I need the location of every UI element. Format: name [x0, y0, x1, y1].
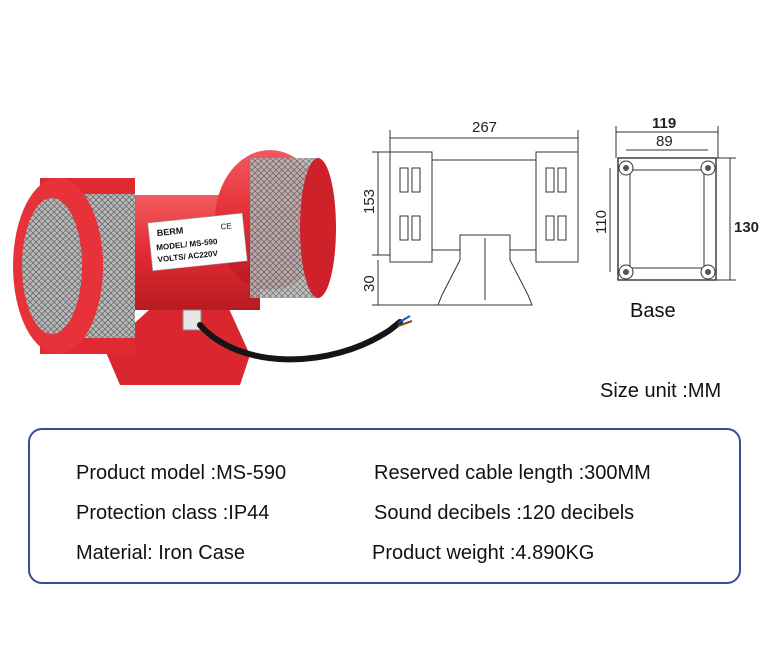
dim-base-89: 89 [656, 133, 673, 150]
power-cable [197, 319, 403, 363]
side-view-drawing: 267 153 30 [361, 119, 579, 306]
dim-base-130: 130 [734, 219, 759, 236]
dim-base-30: 30 [361, 275, 378, 292]
spec-sound-decibels: Sound decibels :120 decibels [374, 502, 635, 524]
label-brand: BERM [156, 225, 183, 238]
siren-base [105, 300, 250, 385]
dim-height-153: 153 [361, 189, 378, 214]
base-drawing: 119 89 110 130 [593, 115, 759, 281]
spec-panel: Product model :MS-590 Reserved cable len… [28, 428, 741, 584]
spec-cable-length: Reserved cable length :300MM [374, 462, 651, 484]
spec-material: Material: Iron Case [76, 542, 245, 564]
spec-product-weight: Product weight :4.890KG [372, 542, 595, 564]
dim-base-119: 119 [652, 115, 676, 132]
product-photo: BERM CE MODEL/ MS-590 VOLTS/ AC220V [13, 150, 413, 385]
label-ce-mark: CE [220, 221, 232, 231]
spec-protection-class: Protection class :IP44 [76, 502, 270, 524]
size-unit-note: Size unit :MM [600, 380, 722, 402]
dim-width-267: 267 [472, 119, 497, 136]
base-label: Base [630, 300, 676, 322]
model-label-plate: BERM CE MODEL/ MS-590 VOLTS/ AC220V [147, 212, 248, 272]
cable-gland [182, 309, 202, 331]
spec-product-model: Product model :MS-590 [76, 462, 287, 484]
right-drum-rim [300, 158, 336, 298]
dim-base-110: 110 [593, 210, 610, 234]
